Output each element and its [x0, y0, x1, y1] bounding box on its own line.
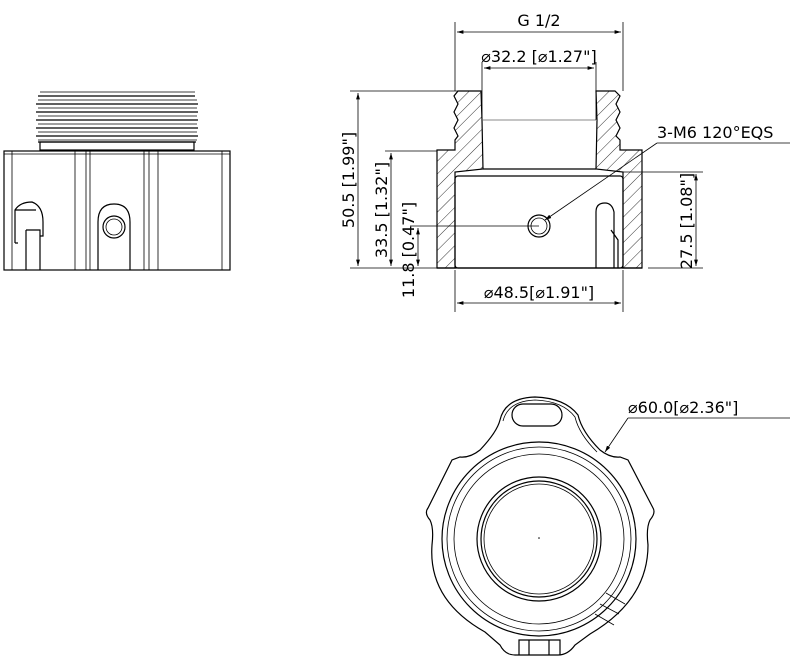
flange-diameter-label: ⌀60.0[⌀2.36"] — [628, 398, 738, 417]
mount-holes-label: 3-M6 120°EQS — [657, 123, 773, 142]
mount-hole-icon — [102, 215, 126, 239]
thread-section — [36, 91, 198, 151]
body-outline — [3, 150, 231, 271]
lug-slot — [511, 403, 563, 427]
body-height-label: 33.5 [1.32"] — [372, 162, 391, 258]
section-view: G 1/2 ⌀32.2 [⌀1.27"] 50.5 [1.99"] 33.5 [… — [339, 11, 790, 312]
outer-diameter-label: ⌀48.5[⌀1.91"] — [484, 283, 594, 302]
thread-dim-label: G 1/2 — [517, 11, 560, 30]
inner-diameter-label: ⌀32.2 [⌀1.27"] — [481, 47, 596, 66]
bottom-view: ⌀60.0[⌀2.36"] — [425, 396, 790, 656]
hole-height-label: 11.8 [0.47"] — [399, 202, 418, 298]
inner-height-label: 27.5 [1.08"] — [677, 173, 696, 269]
side-view — [3, 91, 231, 271]
total-height-label: 50.5 [1.99"] — [339, 132, 358, 228]
